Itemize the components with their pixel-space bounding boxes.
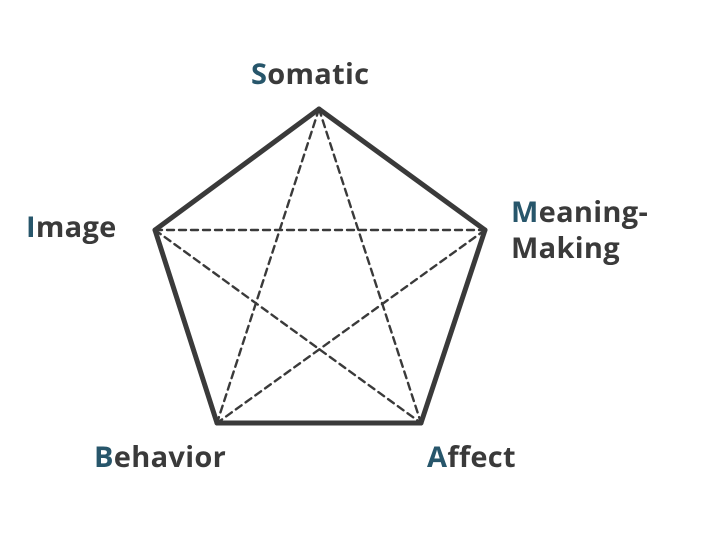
node-initial-behavior: B bbox=[94, 437, 114, 476]
node-line2-meaning: Making bbox=[511, 228, 620, 267]
node-label-affect: Affect bbox=[427, 439, 516, 475]
node-rest-meaning: eaning- bbox=[538, 192, 649, 231]
node-rest-image: mage bbox=[35, 207, 117, 246]
outline-edge-somatic-meaning bbox=[316, 106, 488, 233]
dashed-edge-somatic-affect bbox=[317, 107, 423, 425]
outline-edge-image-somatic bbox=[152, 106, 322, 233]
node-rest-behavior: ehavior bbox=[113, 437, 227, 476]
pentagon-outline bbox=[152, 106, 488, 426]
dashed-star bbox=[153, 107, 487, 425]
node-initial-somatic: S bbox=[251, 54, 268, 93]
outline-edge-meaning-affect bbox=[418, 227, 488, 426]
node-label-image: Image bbox=[26, 209, 117, 245]
dashed-edge-somatic-behavior bbox=[215, 107, 321, 425]
node-initial-image: I bbox=[26, 207, 36, 246]
node-label-meaning-making: Meaning- Making bbox=[511, 194, 648, 266]
dashed-edge-image-affect bbox=[153, 228, 423, 425]
node-rest-affect: ffect bbox=[447, 437, 516, 476]
node-label-somatic: Somatic bbox=[251, 56, 369, 92]
node-label-behavior: Behavior bbox=[94, 439, 226, 475]
dashed-edge-meaning-behavior bbox=[215, 228, 487, 425]
node-initial-meaning: M bbox=[511, 192, 539, 231]
node-rest-somatic: omatic bbox=[267, 54, 370, 93]
outline-edge-behavior-image bbox=[152, 227, 220, 426]
node-initial-affect: A bbox=[427, 437, 448, 476]
